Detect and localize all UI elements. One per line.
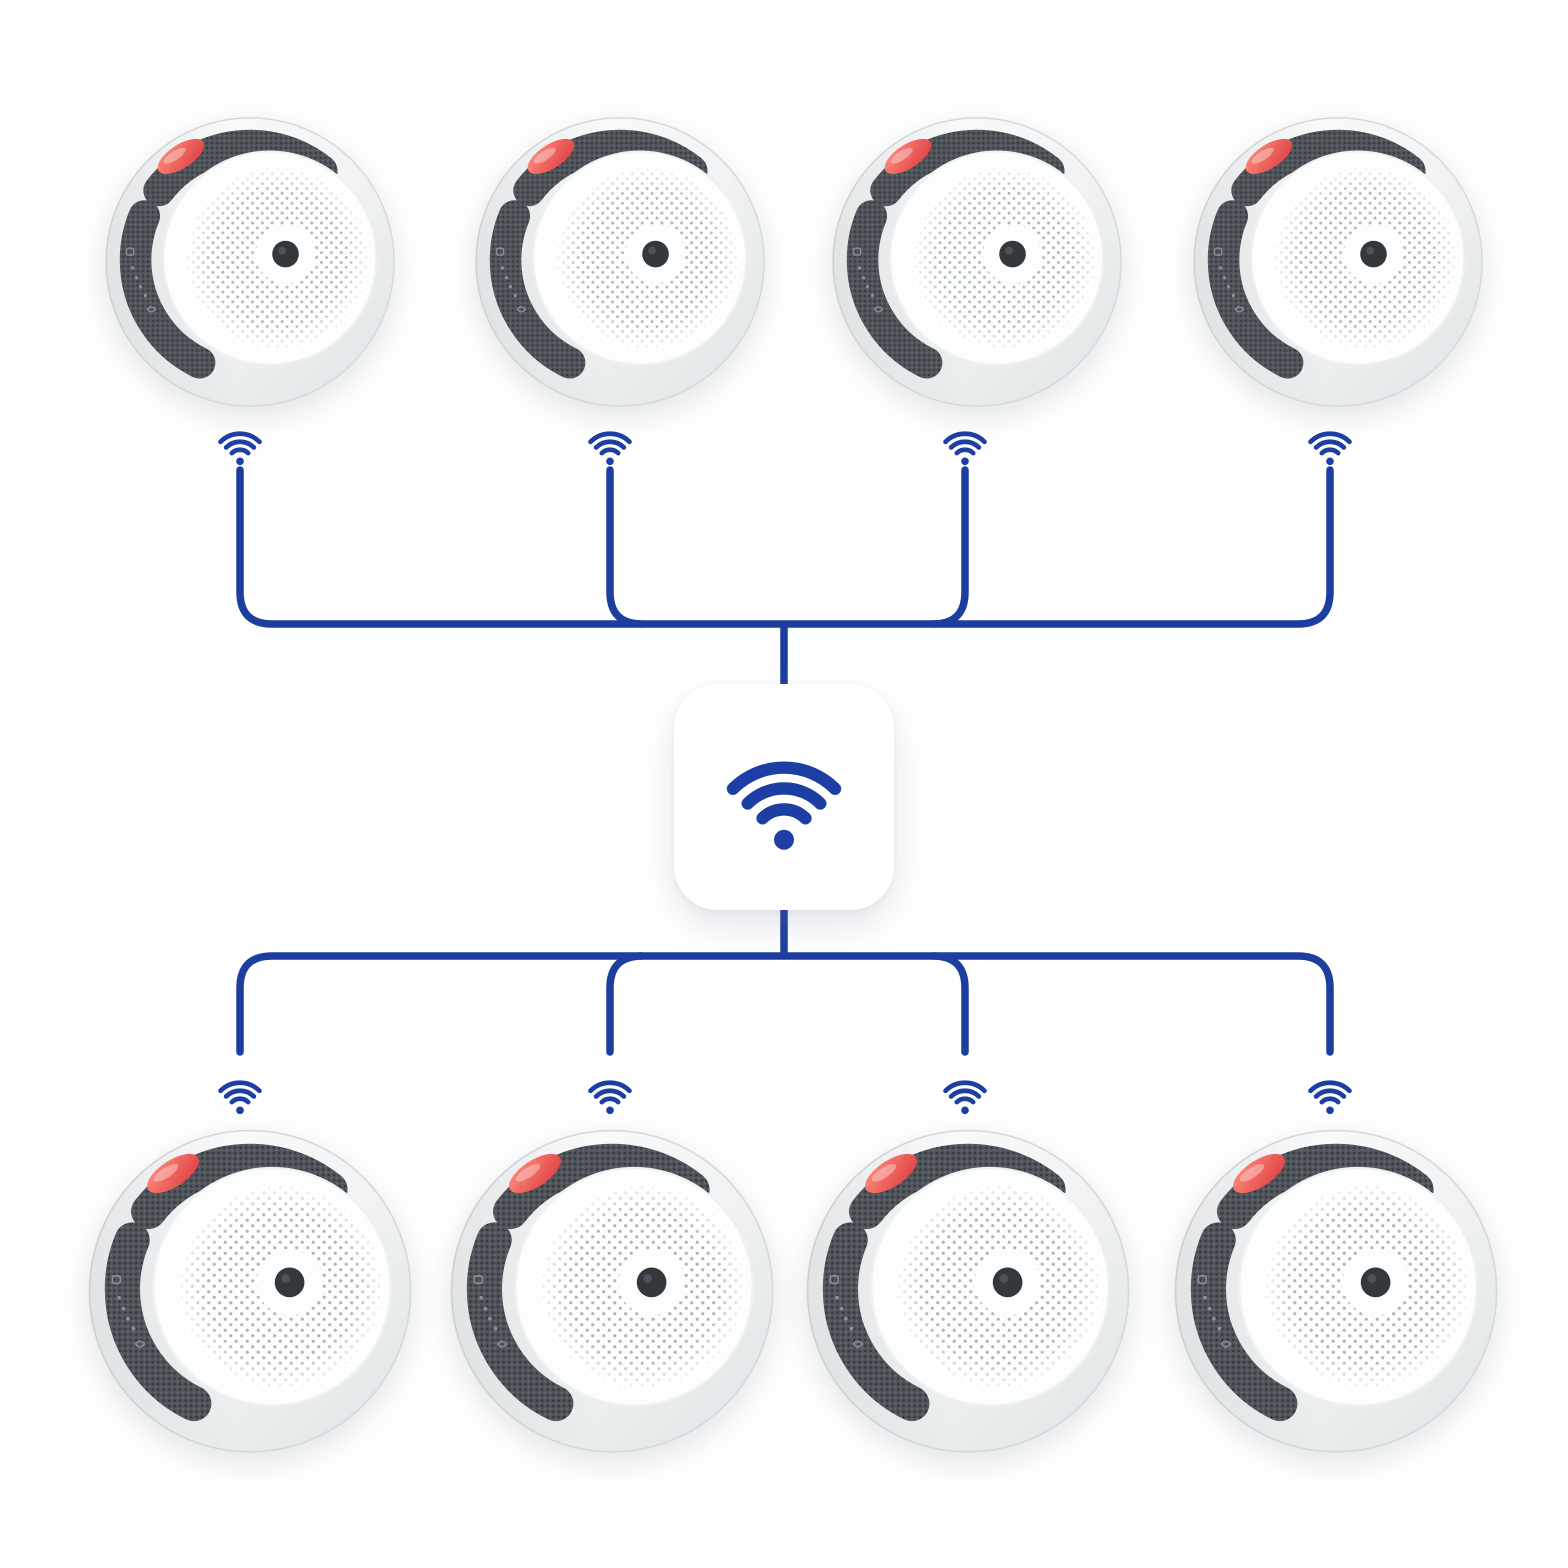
- smoke-detector: [85, 1124, 415, 1454]
- wifi-signal-icon: [936, 1072, 994, 1116]
- smoke-detector: [1171, 1124, 1501, 1454]
- wifi-signal-icon: [581, 1072, 639, 1116]
- smoke-detector: [829, 112, 1125, 408]
- top-drop-2: [606, 466, 646, 628]
- wifi-signal-icon: [211, 423, 269, 467]
- wifi-signal-icon: [1301, 1072, 1359, 1116]
- wifi-signal-icon: [936, 423, 994, 467]
- top-drop-3: [929, 466, 969, 628]
- smoke-detector: [803, 1124, 1133, 1454]
- smoke-detector: [1190, 112, 1486, 408]
- top-bus-line: [236, 466, 1334, 628]
- bottom-bus-line: [236, 952, 1334, 1056]
- bottom-drop-2: [606, 952, 646, 1056]
- smoke-detector: [102, 112, 398, 408]
- wifi-signal-icon: [581, 423, 639, 467]
- wifi-signal-icon: [211, 1072, 269, 1116]
- smoke-detector: [472, 112, 768, 408]
- wifi-hub-card: [674, 684, 894, 910]
- bottom-drop-3: [929, 952, 969, 1056]
- wifi-icon: [708, 740, 860, 854]
- smoke-detector: [447, 1124, 777, 1454]
- wifi-signal-icon: [1301, 423, 1359, 467]
